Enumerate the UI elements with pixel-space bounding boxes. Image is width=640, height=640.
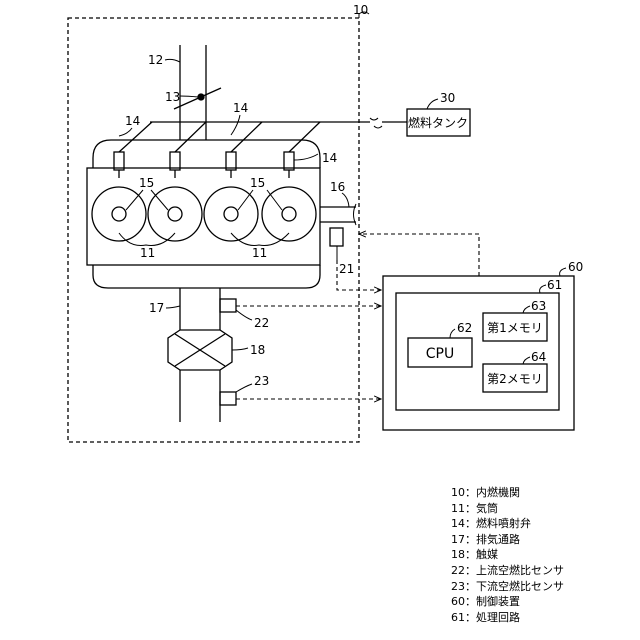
upstream-af-sensor [220, 299, 236, 312]
legend-item: 61：処理回路 [441, 610, 631, 626]
cylinder-1 [92, 187, 146, 241]
injector-2 [170, 152, 180, 170]
crank-angle-sensor [330, 228, 343, 246]
cpu-text: CPU [426, 346, 454, 362]
label-upstream-sensor: 22 [254, 316, 269, 330]
label-fuel-tank: 30 [440, 91, 455, 105]
reference-legend: 10：内燃機関 11：気筒 14：燃料噴射弁 17：排気通路 18：触媒 22：… [441, 485, 631, 625]
label-memory1: 63 [531, 299, 546, 313]
label-sensor-21: 21 [339, 262, 354, 276]
injector-3 [226, 152, 236, 170]
label-cpu: 62 [457, 321, 472, 335]
label-cylinder: 11 [252, 246, 267, 260]
label-crankshaft: 16 [330, 180, 345, 194]
label-throttle: 13 [165, 90, 180, 104]
legend-item: 22：上流空燃比センサ [441, 563, 631, 579]
signal-line-injector-control [359, 234, 479, 276]
label-exhaust-passage: 17 [149, 301, 164, 315]
legend-item: 23：下流空燃比センサ [441, 579, 631, 595]
cylinder-3 [204, 187, 258, 241]
label-injector: 14 [125, 114, 140, 128]
downstream-af-sensor [220, 392, 236, 405]
fuel-tank-text: 燃料タンク [408, 115, 468, 130]
injector-4 [284, 152, 294, 170]
legend-item: 14：燃料噴射弁 [441, 516, 631, 532]
legend-item: 17：排気通路 [441, 532, 631, 548]
injector-1 [114, 152, 124, 170]
legend-item: 18：触媒 [441, 547, 631, 563]
cylinder-2 [148, 187, 202, 241]
memory1-text: 第1メモリ [487, 321, 543, 335]
label-piston: 15 [250, 176, 265, 190]
legend-item: 11：気筒 [441, 501, 631, 517]
cylinder-4 [262, 187, 316, 241]
label-engine: 10 [353, 3, 368, 17]
label-injector: 14 [322, 151, 337, 165]
label-injector: 14 [233, 101, 248, 115]
engine-sump [93, 265, 320, 288]
label-downstream-sensor: 23 [254, 374, 269, 388]
label-piston: 15 [139, 176, 154, 190]
throttle-valve [174, 88, 221, 109]
label-control-device: 60 [568, 260, 583, 274]
engine-boundary [68, 18, 359, 442]
label-cylinder: 11 [140, 246, 155, 260]
label-processing-circuit: 61 [547, 278, 562, 292]
legend-item: 60：制御装置 [441, 594, 631, 610]
memory2-text: 第2メモリ [487, 372, 543, 386]
label-catalyst: 18 [250, 343, 265, 357]
label-intake-passage: 12 [148, 53, 163, 67]
legend-item: 10：内燃機関 [441, 485, 631, 501]
label-memory2: 64 [531, 350, 546, 364]
